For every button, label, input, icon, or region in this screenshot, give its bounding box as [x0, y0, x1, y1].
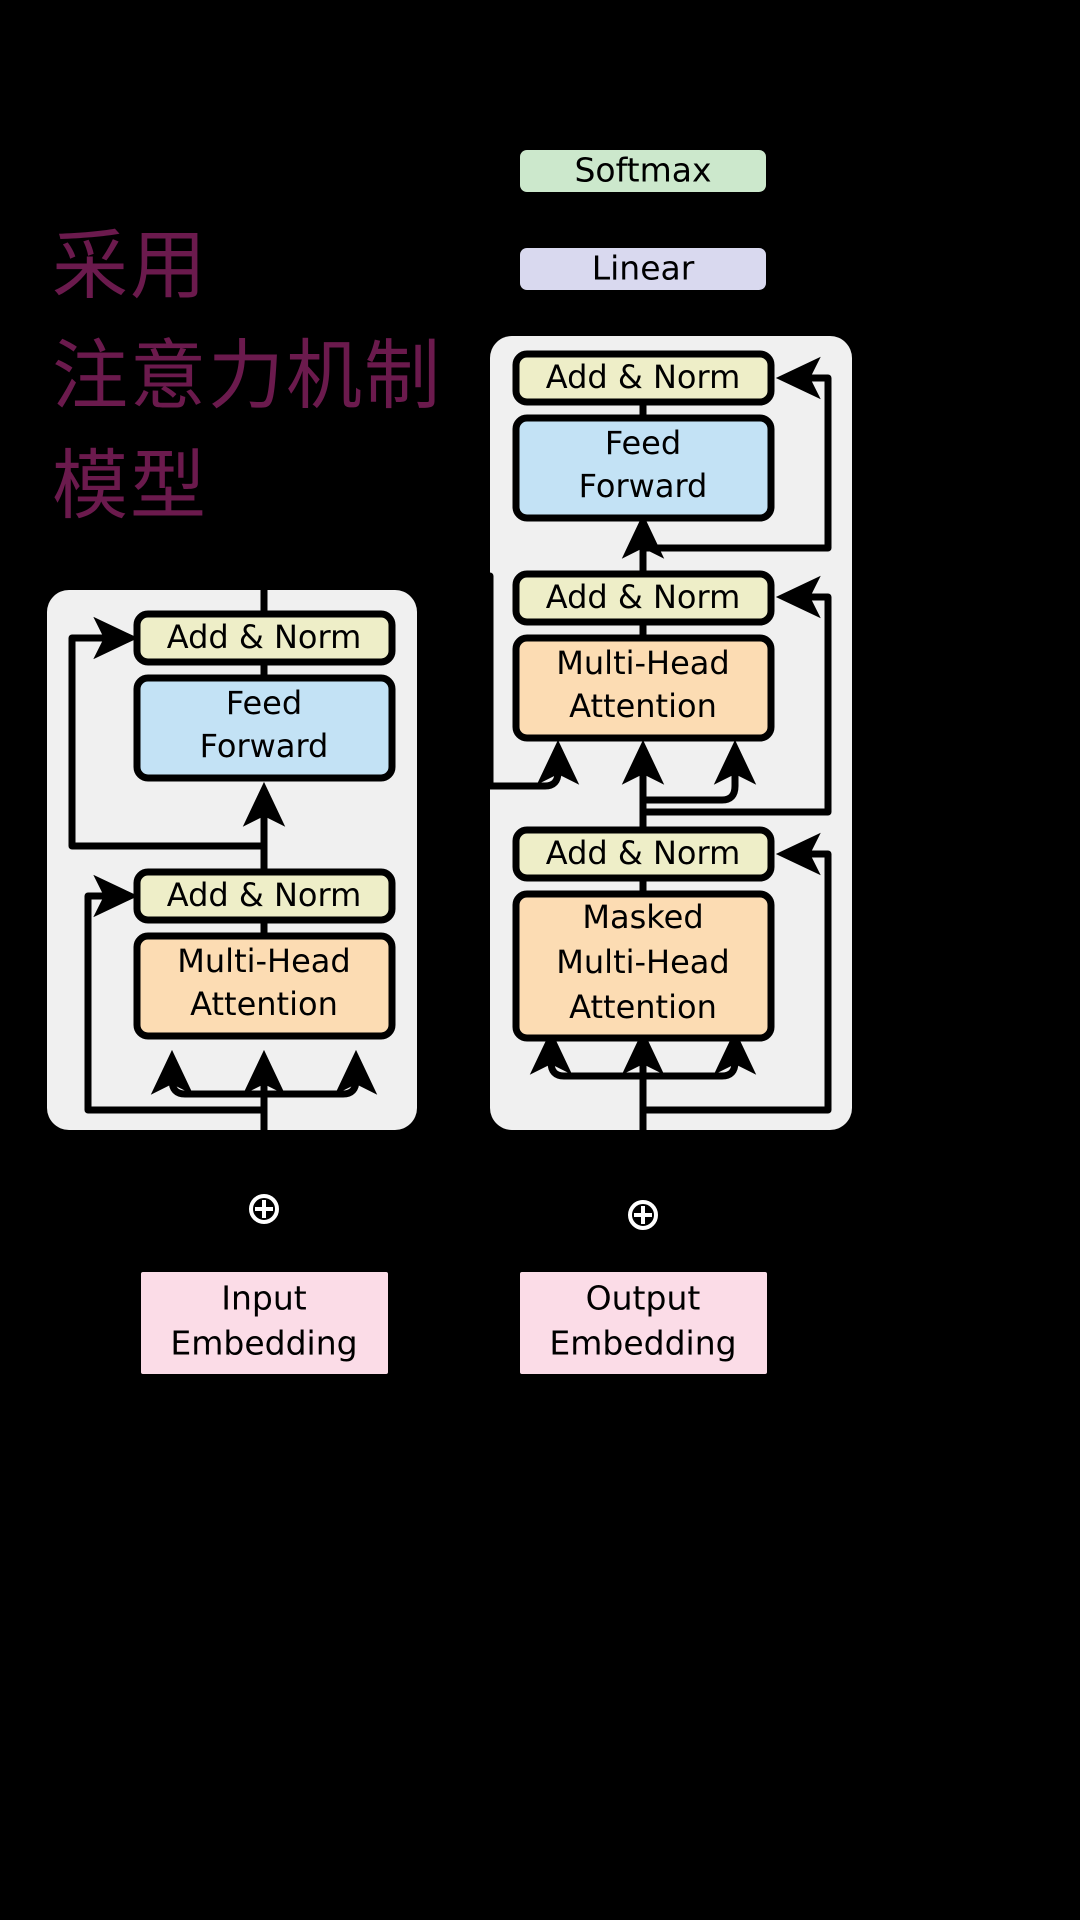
decoder-positional-add	[626, 1198, 660, 1232]
encoder-panel-rect	[47, 590, 417, 1130]
decoder-add-norm-bottom-box[interactable]	[512, 826, 775, 882]
annotation-line-3: 模型	[52, 441, 208, 530]
decoder-feed-forward-label-line2: Forward	[579, 467, 708, 505]
linear-block[interactable]: Linear	[520, 248, 766, 290]
decoder-masked-multi-head-attention[interactable]: Masked Multi-Head Attention	[512, 890, 775, 1042]
decoder-residual-masked	[643, 832, 832, 1114]
encoder-positional-add	[247, 1192, 281, 1226]
decoder-multi-head-attention[interactable]: Multi-Head Attention	[512, 634, 775, 742]
output-embedding-label-line2: Embedding	[549, 1324, 736, 1363]
encoder-residual-attention	[84, 874, 264, 1114]
encoder-multi-head-attention-box[interactable]	[133, 932, 396, 1040]
decoder-cross-v-branch	[643, 739, 757, 804]
input-embedding[interactable]: Input Embedding	[141, 1272, 388, 1374]
encoder-feed-forward-label-line2: Forward	[200, 727, 329, 765]
decoder-add-norm-bottom-label: Add & Norm	[546, 834, 741, 872]
encoder-add-norm-top-box[interactable]	[133, 610, 396, 666]
chinese-annotation: 采用 注意力机制 模型	[52, 221, 442, 530]
decoder-add-norm-mid[interactable]: Add & Norm	[512, 570, 775, 626]
decoder-add-norm-top[interactable]: Add & Norm	[512, 350, 775, 406]
encoder-panel	[47, 590, 417, 1130]
decoder-attention-label-line1: Multi-Head	[556, 644, 729, 682]
annotation-line-1: 采用	[52, 221, 208, 310]
encoder-add-norm-top-label: Add & Norm	[167, 618, 362, 656]
encoder-add-norm-bottom-box[interactable]	[133, 868, 396, 924]
encoder-add-norm-bottom-label: Add & Norm	[167, 876, 362, 914]
encoder-add-norm-bottom[interactable]: Add & Norm	[133, 868, 396, 924]
encoder-q-branch	[150, 1049, 264, 1098]
output-embedding-label-line1: Output	[586, 1279, 701, 1318]
input-embedding-label-line1: Input	[221, 1279, 307, 1318]
softmax-block[interactable]: Softmax	[520, 150, 766, 192]
decoder-add-norm-top-box[interactable]	[512, 350, 775, 406]
input-embedding-box[interactable]	[141, 1272, 388, 1374]
softmax-label: Softmax	[574, 151, 711, 190]
encoder-add-norm-top[interactable]: Add & Norm	[133, 610, 396, 666]
decoder-add-norm-bottom[interactable]: Add & Norm	[512, 826, 775, 882]
decoder-masked-label-line2: Multi-Head	[556, 943, 729, 981]
decoder-feed-forward-label-line1: Feed	[605, 424, 681, 462]
encoder-multi-head-attention[interactable]: Multi-Head Attention	[133, 932, 396, 1040]
decoder-attention-label-line2: Attention	[569, 687, 717, 725]
decoder-masked-attention-box[interactable]	[512, 890, 775, 1042]
softmax-box[interactable]	[520, 150, 766, 192]
input-embedding-label-line2: Embedding	[170, 1324, 357, 1363]
encoder-attention-label-line2: Attention	[190, 985, 338, 1023]
output-embedding[interactable]: Output Embedding	[520, 1272, 767, 1374]
encoder-feed-forward-label-line1: Feed	[226, 684, 302, 722]
encoder-feed-forward-box[interactable]	[133, 674, 396, 782]
encoder-v-branch	[264, 1049, 378, 1098]
decoder-masked-label-line3: Attention	[569, 988, 717, 1026]
decoder-add-norm-top-label: Add & Norm	[546, 358, 741, 396]
decoder-masked-q-branch	[529, 1029, 643, 1080]
encoder-residual-ff	[68, 616, 264, 850]
annotation-line-2: 注意力机制	[52, 331, 442, 420]
decoder-residual-cross	[643, 575, 832, 816]
decoder-add-norm-mid-label: Add & Norm	[546, 578, 741, 616]
output-embedding-box[interactable]	[520, 1272, 767, 1374]
linear-box[interactable]	[520, 248, 766, 290]
decoder-masked-v-branch	[643, 1029, 757, 1080]
decoder-masked-label-line1: Masked	[582, 898, 703, 936]
decoder-multi-head-attention-box[interactable]	[512, 634, 775, 742]
encoder-attention-label-line1: Multi-Head	[177, 942, 350, 980]
encoder-feed-forward[interactable]: Feed Forward	[133, 674, 396, 782]
decoder-feed-forward-box[interactable]	[512, 414, 775, 522]
encoder-to-decoder-k	[264, 572, 580, 790]
decoder-feed-forward[interactable]: Feed Forward	[512, 414, 775, 522]
linear-label: Linear	[592, 249, 695, 288]
decoder-add-norm-mid-box[interactable]	[512, 570, 775, 626]
decoder-residual-ff	[643, 356, 832, 552]
